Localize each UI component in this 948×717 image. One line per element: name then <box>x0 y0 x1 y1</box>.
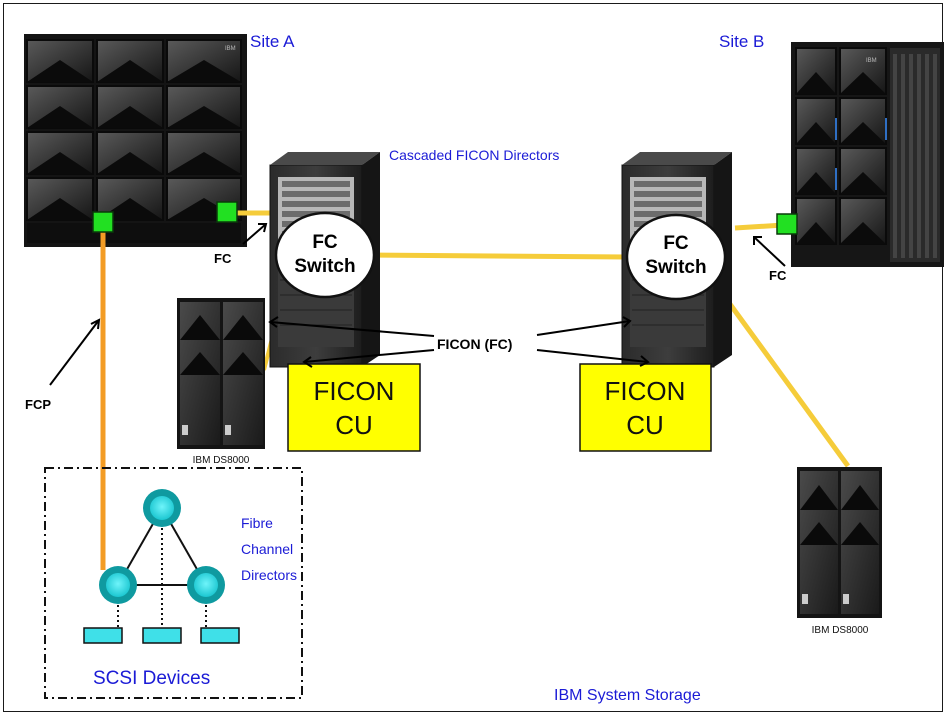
fc-switch-b: FC Switch <box>625 213 727 301</box>
fibre-label-line1: Fibre <box>241 515 273 531</box>
scsi-device-units <box>83 627 240 644</box>
fibre-label-line3: Directors <box>241 567 297 583</box>
ficon-cu-b-line1: FICON <box>605 376 686 406</box>
ficon-cu-b-line2: CU <box>626 410 664 440</box>
director-node <box>99 566 137 604</box>
fc-label-site-b: FC <box>769 268 787 283</box>
ds8000-a: IBM DS8000 <box>177 298 265 466</box>
site-a-label: Site A <box>250 32 295 51</box>
ficon-link-ds8000-b <box>724 298 851 468</box>
mainframe-logo-text: IBM <box>225 46 236 52</box>
mainframe-logo-text-b: IBM <box>866 58 877 64</box>
fc-label-site-a: FC <box>214 251 232 266</box>
callout-arrows <box>49 223 786 386</box>
ficon-cu-a: FICON CU <box>287 363 421 452</box>
ficon-cu-a-line1: FICON <box>314 376 395 406</box>
scsi-devices-label: SCSI Devices <box>93 668 210 689</box>
ds8000-b: IBM DS8000 <box>797 467 882 636</box>
port-site-b-fc <box>776 213 798 235</box>
scsi-device <box>200 627 240 644</box>
scsi-devices-box <box>44 467 303 699</box>
mainframe-site-b: IBM <box>791 42 944 267</box>
scsi-device <box>83 627 123 644</box>
fc-switch-b-line1: FC <box>663 233 689 254</box>
cascaded-directors-label: Cascaded FICON Directors <box>389 147 559 163</box>
port-site-a-fc <box>216 201 238 223</box>
ibm-system-storage-label: IBM System Storage <box>554 687 701 704</box>
ficon-cu-a-line2: CU <box>335 410 373 440</box>
fc-link-site-b <box>734 222 785 231</box>
director-node <box>143 489 181 527</box>
port-site-a-fcp <box>92 211 114 233</box>
ficon-fc-label: FICON (FC) <box>437 336 512 352</box>
scsi-device <box>142 627 182 644</box>
mainframe-site-a: IBM <box>24 34 247 247</box>
isl-link <box>369 252 629 260</box>
fc-switch-a-line2: Switch <box>294 256 355 277</box>
director-node <box>187 566 225 604</box>
fcp-label: FCP <box>25 397 51 412</box>
fibre-channel-directors <box>99 489 225 634</box>
fc-switch-b-line2: Switch <box>645 257 706 278</box>
fc-switch-a: FC Switch <box>274 211 376 299</box>
site-b-label: Site B <box>719 32 764 51</box>
ds8000-b-caption: IBM DS8000 <box>812 625 869 636</box>
ds8000-a-caption: IBM DS8000 <box>193 455 250 466</box>
fc-switch-a-line1: FC <box>312 232 338 253</box>
fibre-label-line2: Channel <box>241 541 293 557</box>
ficon-cu-b: FICON CU <box>579 363 712 452</box>
